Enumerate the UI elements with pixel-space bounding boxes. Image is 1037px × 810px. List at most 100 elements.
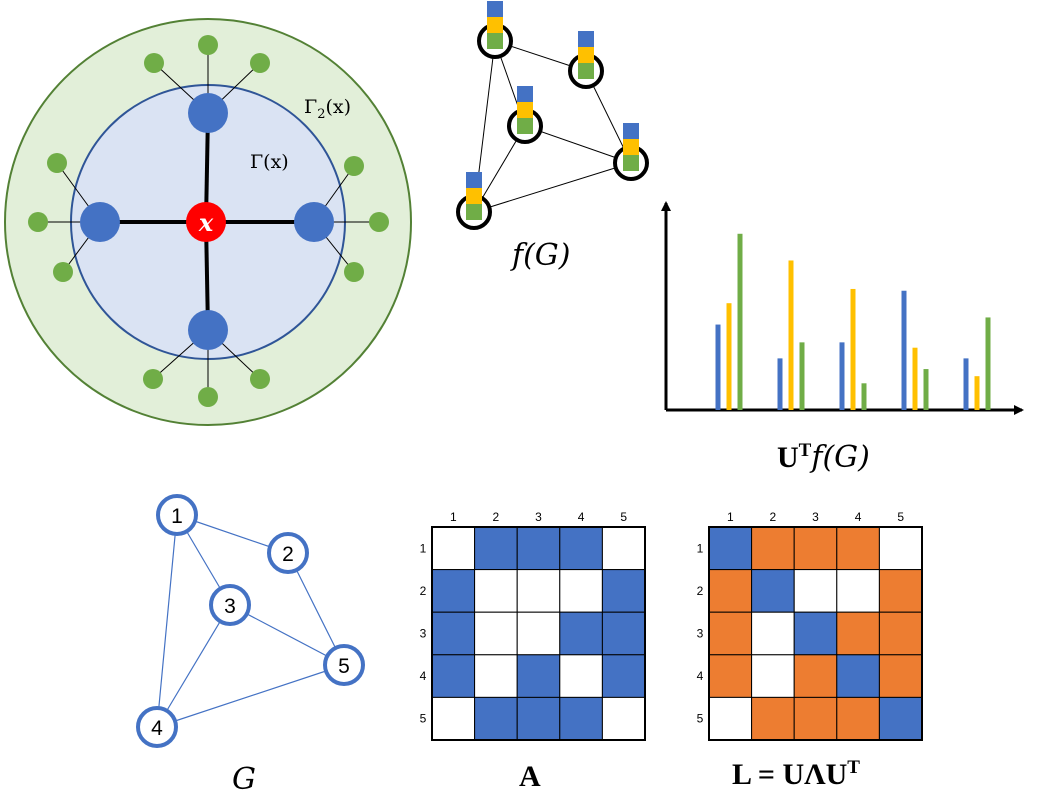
second-hop-node — [53, 262, 73, 282]
second-hop-node — [144, 53, 164, 73]
matrix-cell — [559, 611, 603, 656]
matrix-col-label: 2 — [493, 510, 500, 524]
matrix-col-label: 1 — [450, 510, 457, 524]
signal-value-square — [517, 118, 533, 134]
first-hop-node — [188, 310, 228, 350]
matrix-row-label: 4 — [420, 669, 427, 683]
graph-node-label: 3 — [224, 595, 236, 618]
signal-node — [456, 172, 492, 230]
spectrum-bar — [901, 290, 907, 410]
matrix-row-label: 3 — [697, 627, 704, 641]
matrix-cell — [878, 611, 923, 656]
first-hop-node — [294, 202, 334, 242]
spectrum-caption-u: U — [777, 441, 799, 474]
matrix-cell — [559, 696, 603, 741]
matrix-cell — [601, 526, 646, 571]
matrix-cell — [474, 696, 518, 741]
matrix-col-label: 5 — [897, 510, 904, 524]
matrix-cell — [878, 526, 923, 571]
signal-value-square — [623, 123, 639, 139]
second-hop-node — [250, 369, 270, 389]
graph-edges — [156, 514, 345, 728]
matrix-cell — [836, 654, 880, 698]
matrix-row-label: 2 — [697, 584, 704, 598]
signal-value-square — [578, 63, 594, 79]
matrix-cell — [793, 654, 838, 698]
matrix-cell — [836, 569, 880, 613]
second-hop-node — [198, 387, 218, 407]
laplacian-caption: L = UΛUT — [732, 757, 860, 792]
spectrum-caption-sup: T — [798, 440, 812, 461]
matrix-cell — [601, 696, 646, 741]
matrix-col-label: 5 — [620, 510, 627, 524]
graph-caption: G — [232, 762, 256, 797]
matrix-row-label: 1 — [420, 541, 427, 555]
spectrum-bar — [861, 383, 867, 410]
first-hop-nodes — [80, 93, 334, 350]
matrix-row-label: 2 — [420, 584, 427, 598]
spectrum-bar — [777, 358, 783, 410]
signal-graph — [456, 1, 649, 230]
matrix-col-label: 4 — [855, 510, 862, 524]
adjacency-caption: A — [519, 760, 541, 793]
matrix-cell — [751, 611, 795, 656]
second-hop-node — [28, 212, 48, 232]
matrix-cell — [431, 654, 476, 698]
graph-node — [136, 706, 178, 748]
signal-graph-edges — [473, 40, 632, 213]
matrix-cell — [793, 611, 838, 656]
spectrum-bar — [923, 369, 929, 410]
spectrum-bar — [850, 288, 856, 410]
spectrum-bar — [788, 260, 794, 410]
matrix-cell — [431, 611, 476, 656]
second-neighborhood-label: Γ2(x) — [304, 96, 351, 122]
spectrum-bar — [985, 317, 991, 410]
matrix-col-label: 1 — [727, 510, 734, 524]
matrix-cell — [474, 611, 518, 656]
matrix-cell — [793, 569, 838, 613]
matrix-col-label: 2 — [770, 510, 777, 524]
matrix-cell — [708, 611, 753, 656]
matrix-cell — [751, 569, 795, 613]
signal-value-square — [487, 1, 503, 17]
spectrum-bar — [963, 358, 969, 410]
matrix-cell — [601, 569, 646, 613]
spectrum-bar — [799, 342, 805, 410]
matrix-cell — [559, 526, 603, 571]
second-hop-node — [250, 53, 270, 73]
signal-graph-caption: f(G) — [512, 238, 571, 273]
matrix-cell — [836, 526, 880, 571]
matrix-cell — [793, 526, 838, 571]
matrix-col-label: 3 — [812, 510, 819, 524]
matrix-cell — [836, 696, 880, 741]
spectrum-bar — [715, 324, 721, 410]
spectrum-bar — [974, 376, 980, 410]
matrix-cell — [708, 526, 753, 571]
matrix-cell — [516, 696, 561, 741]
matrix-cell — [474, 654, 518, 698]
matrix-cell — [878, 696, 923, 741]
matrix-cell — [516, 654, 561, 698]
signal-node — [613, 123, 649, 181]
signal-value-square — [466, 204, 482, 220]
matrix-cell — [431, 526, 476, 571]
second-hop-nodes — [28, 35, 389, 407]
second-hop-node — [344, 156, 364, 176]
spectrum-bar — [839, 342, 845, 410]
matrix-border — [431, 526, 646, 741]
matrix-cell — [516, 569, 561, 613]
graph-node-label: 4 — [151, 717, 163, 740]
signal-node — [507, 86, 543, 144]
matrix-cell — [708, 696, 753, 741]
spectrum-bars — [715, 233, 991, 410]
graph-node-label: 1 — [171, 505, 183, 528]
center-node-label: x — [198, 208, 214, 237]
matrix-cell — [751, 654, 795, 698]
signal-value-square — [487, 17, 503, 33]
matrix-cell — [431, 696, 476, 741]
matrix-cell — [474, 569, 518, 613]
first-hop-node — [80, 202, 120, 242]
